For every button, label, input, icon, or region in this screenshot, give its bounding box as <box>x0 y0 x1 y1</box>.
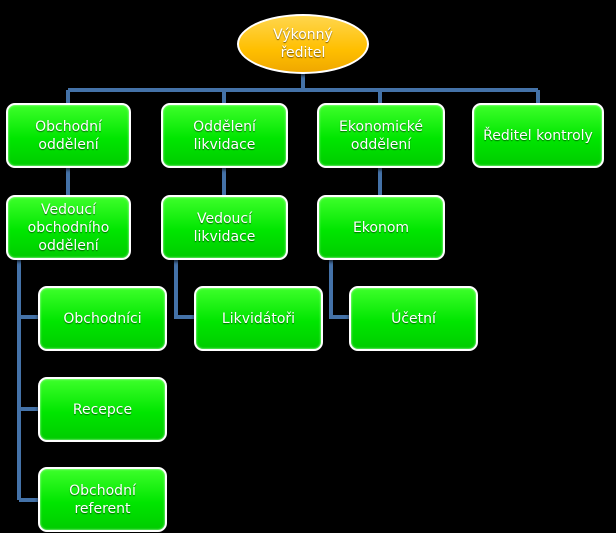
connector-staff-likvidatori <box>174 259 195 319</box>
node-label: Recepce <box>72 401 133 418</box>
node-vykonny-reditel: Výkonný ředitel <box>237 14 369 74</box>
node-reditel-kontroly: Ředitel kontroly <box>472 103 604 168</box>
node-label: Účetní <box>391 310 436 327</box>
node-label: Ředitel kontroly <box>483 127 593 144</box>
node-vedouci-likvidace: Vedoucí likvidace <box>161 195 288 260</box>
node-label: Ekonomické oddělení <box>339 118 423 153</box>
node-obchodni-oddeleni: Obchodní oddělení <box>6 103 131 168</box>
node-obchodni-referent: Obchodní referent <box>38 467 167 532</box>
node-obchodnici: Obchodníci <box>38 286 167 351</box>
node-ekonomicke-oddeleni: Ekonomické oddělení <box>317 103 445 168</box>
node-vedouci-obchodniho-oddeleni: Vedoucí obchodního oddělení <box>6 195 131 260</box>
connector-staff-ucetni <box>329 259 350 319</box>
node-label: Likvidátoři <box>221 310 296 327</box>
node-label: Ekonom <box>352 219 410 236</box>
node-label: Vedoucí likvidace <box>193 210 256 245</box>
node-label: Vedoucí obchodního oddělení <box>27 201 110 254</box>
node-oddeleni-likvidace: Oddělení likvidace <box>161 103 288 168</box>
node-ucetni: Účetní <box>349 286 478 351</box>
node-label: Oddělení likvidace <box>193 118 256 153</box>
node-label: Obchodní oddělení <box>35 118 102 153</box>
node-ekonom: Ekonom <box>317 195 445 260</box>
node-recepce: Recepce <box>38 377 167 442</box>
node-label: Obchodníci <box>63 310 142 327</box>
node-likvidatori: Likvidátoři <box>194 286 323 351</box>
node-label: Obchodní referent <box>69 482 136 517</box>
node-label: Výkonný ředitel <box>273 27 333 61</box>
